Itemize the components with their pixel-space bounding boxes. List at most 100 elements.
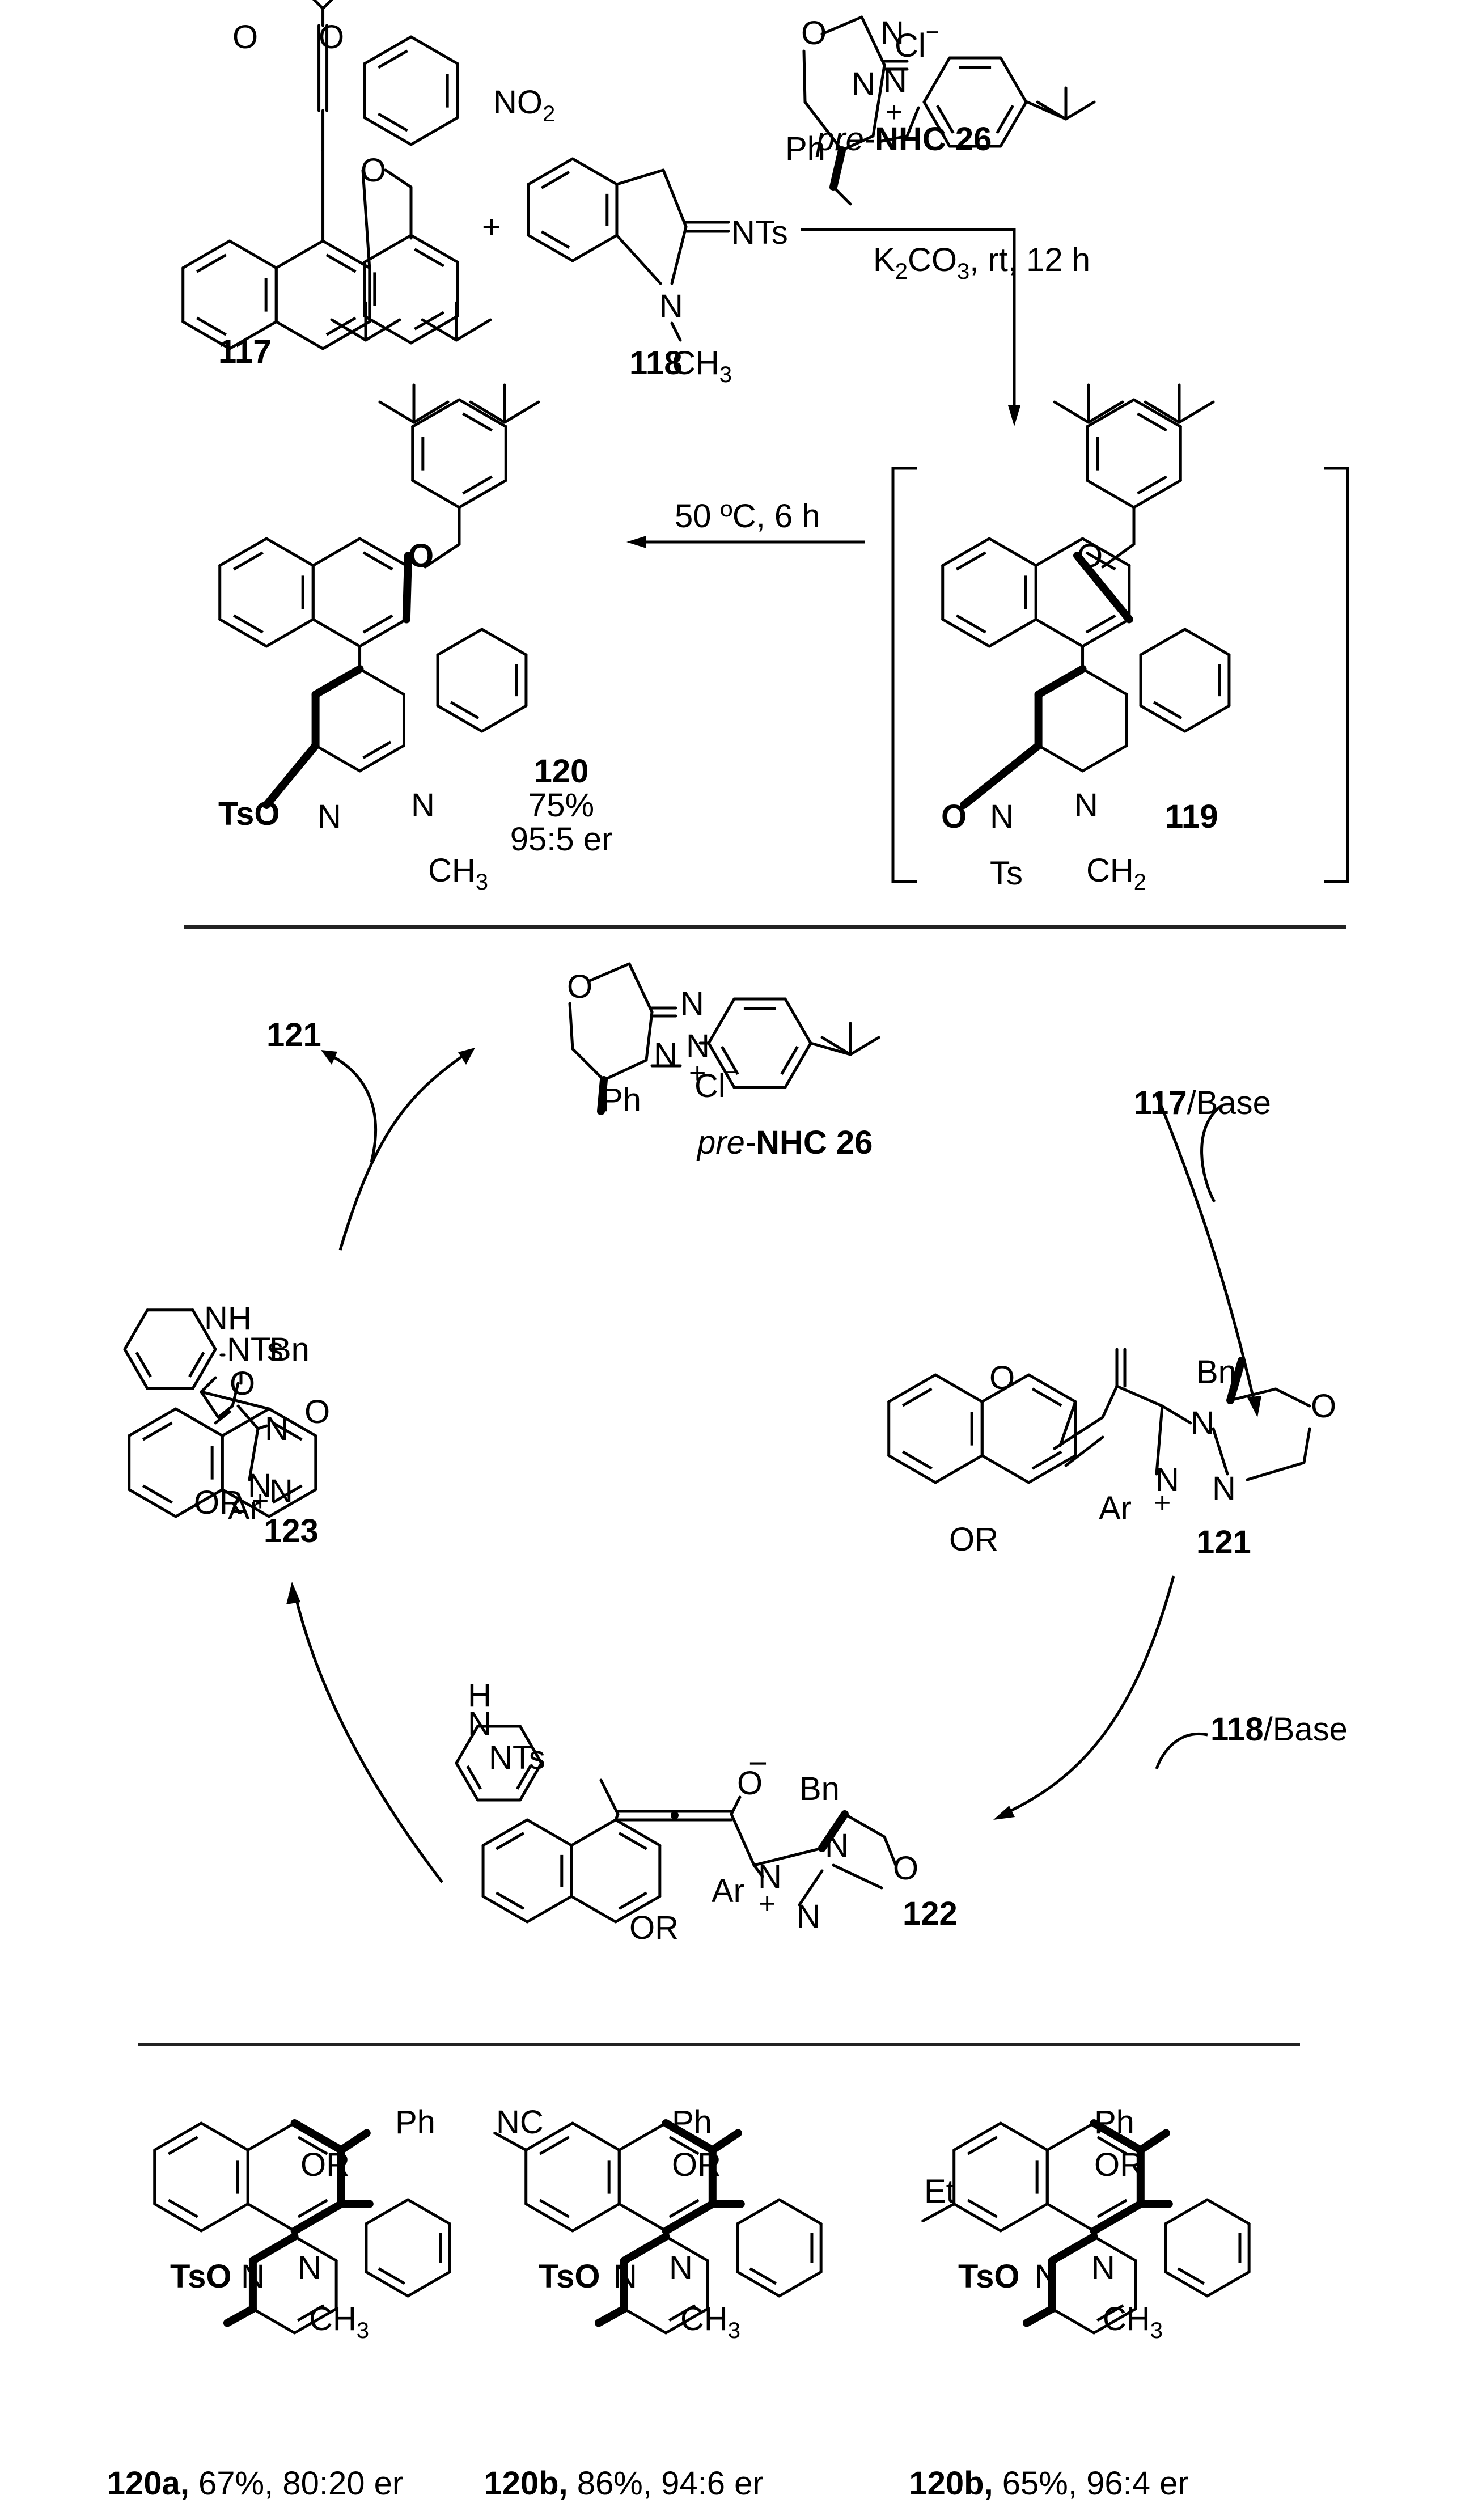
bond <box>421 318 458 342</box>
atom-n4: N <box>852 66 875 103</box>
indole-ring <box>480 628 528 657</box>
naphthalene-ring <box>668 2199 700 2218</box>
bond <box>832 1863 883 1890</box>
compound-label-121: 121 <box>1196 1524 1251 1561</box>
naphthalene-ring <box>274 320 325 350</box>
cycle-arrow-to-122 <box>1002 1575 1175 1816</box>
arrowhead-step1 <box>1008 405 1020 426</box>
cycle-arrow-to-123 <box>293 1593 443 1883</box>
pyridine-ring <box>251 2307 297 2335</box>
bond <box>330 318 367 342</box>
bond <box>730 1812 756 1867</box>
naphthalene-ring <box>321 320 371 350</box>
naphthalene-ring <box>362 614 393 634</box>
bond <box>1034 665 1087 698</box>
methyl-group: CH3 <box>672 345 732 387</box>
pyridine-ring <box>664 2307 709 2335</box>
naphthalene-ring <box>999 2121 1049 2151</box>
enolate-charge: − <box>748 1745 768 1782</box>
phenyl-label: Ph <box>601 1082 641 1119</box>
tso-group: TsO <box>958 2258 1020 2295</box>
atom-n1: N <box>248 1467 272 1504</box>
bond <box>594 2305 628 2327</box>
naphthalene-ring <box>668 2136 700 2155</box>
product-caption: 120a, 67%, 80:20 er <box>107 2465 403 2502</box>
bond <box>361 168 371 269</box>
bond <box>256 1424 268 1430</box>
naphthalene-ring <box>174 1407 224 1437</box>
naphthalene-ring <box>1031 1387 1062 1407</box>
pyridine-ring <box>1092 2235 1137 2262</box>
tbu-aryl-ring <box>780 1045 799 1075</box>
compound-label-119: 119 <box>1165 798 1218 835</box>
cycle-catalyst: O N N N + Cl− Ph pre-NHC 26 <box>567 968 873 1161</box>
tso-group: TsO <box>539 2258 600 2295</box>
compound-119: O N Ts N CH2 O 119 <box>941 537 1218 895</box>
bond <box>1115 1384 1164 1408</box>
naphthalene-ring <box>934 1454 984 1484</box>
cycle-arrow-121-out <box>328 1053 378 1163</box>
or-group: OR <box>1094 2146 1144 2183</box>
bn-group: Bn <box>1196 1354 1236 1391</box>
step2-conditions: 50 ºC, 6 h <box>675 498 820 535</box>
bond <box>571 1047 605 1082</box>
or-group: OR <box>300 2146 350 2183</box>
naphthalene-ring <box>153 2121 203 2151</box>
bond <box>820 1036 852 1056</box>
pyridine-ring <box>1051 2307 1096 2335</box>
catalyst-top: O N N N + Cl− Ph pre-NHC 26 <box>785 15 992 167</box>
pyridine-ring <box>358 667 405 696</box>
atom-n2: N <box>797 1898 820 1935</box>
aryl-ring <box>411 479 461 509</box>
naphthalene-ring <box>358 537 408 567</box>
indole-ring <box>450 701 480 719</box>
pyridine-ring <box>1096 2304 1124 2322</box>
pyridone-ring <box>1037 744 1085 773</box>
product-yield: 75% <box>528 787 594 824</box>
naphthalene-ring <box>934 1373 984 1403</box>
naphthalene-ring <box>570 1818 617 1847</box>
atom-o-carbonyl: O <box>230 1365 255 1402</box>
aryl-ring <box>414 248 445 268</box>
atom-n-indole: N <box>411 787 435 824</box>
tbu-aryl-ring <box>784 997 812 1045</box>
bond <box>503 400 540 424</box>
bond <box>321 0 334 10</box>
indoline-ring <box>516 1765 532 1790</box>
bond <box>662 2119 717 2154</box>
naphthalene-ring <box>128 1488 177 1518</box>
atom-h: H <box>468 1677 492 1714</box>
indoline-ring <box>527 234 574 262</box>
pyridine-ring <box>293 2235 338 2262</box>
atom-n4: N <box>1191 1405 1214 1442</box>
naphthalene-ring <box>980 1373 1031 1403</box>
naphthalene-ring <box>1045 2121 1096 2151</box>
bond <box>860 15 886 67</box>
naphthalene-ring <box>228 239 278 269</box>
bn-group: Bn <box>269 1331 310 1368</box>
bond <box>1022 2305 1056 2327</box>
bond <box>493 2132 528 2151</box>
or-group: OR <box>194 1484 243 1521</box>
tbu-aryl-ring <box>922 100 951 148</box>
bond <box>1053 1416 1104 1450</box>
indoline-ring <box>188 1352 205 1378</box>
scope-product-1: Ph OR TsO N N CH3 120a, 67%, 80:20 er <box>107 2104 435 2502</box>
aryl-ring <box>411 398 461 428</box>
bond <box>615 234 662 285</box>
aryl-ring <box>462 475 493 495</box>
bond <box>1274 1387 1311 1408</box>
pyridine-ring <box>664 2235 709 2262</box>
bond <box>200 1390 220 1419</box>
atom-o-ether: O <box>361 152 386 189</box>
bond <box>1178 400 1215 424</box>
step-b-reagent: 118/Base <box>1210 1711 1348 1748</box>
methyl-group: CH3 <box>309 2301 369 2343</box>
atom-n3: N <box>680 985 704 1022</box>
tbu-aryl-ring <box>784 1041 812 1089</box>
naphthalene-ring <box>952 2121 1002 2151</box>
tbu-aryl-ring <box>996 104 1014 134</box>
naphthalene-ring <box>1081 537 1131 567</box>
naphthalene-ring <box>321 239 371 269</box>
atom-n-indole: N <box>1091 2250 1115 2286</box>
